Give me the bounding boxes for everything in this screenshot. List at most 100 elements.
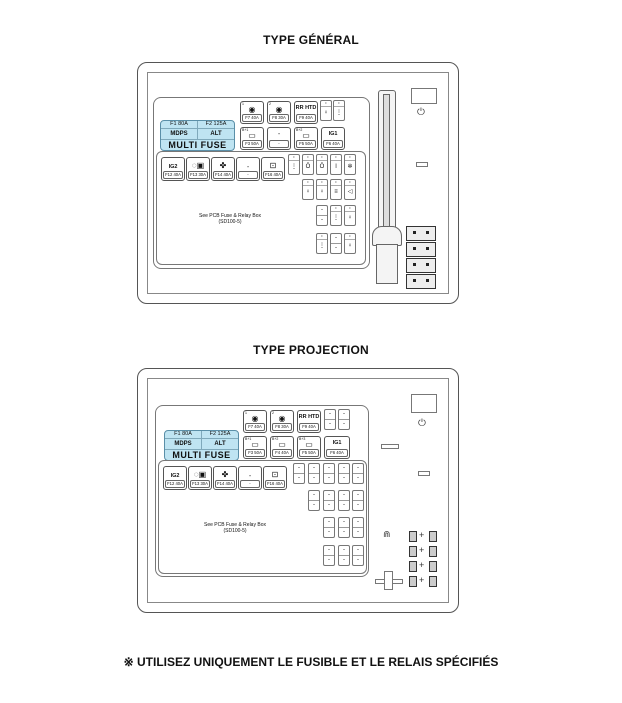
bulb-icon: ♀ [323,110,329,116]
spare-fuse[interactable]: -- [293,463,305,484]
spare-fuse[interactable]: -- [352,517,364,538]
mini-fuse[interactable]: F♀ [320,100,332,121]
plus-icon: + [419,545,425,555]
spare-fuse[interactable]: -- [323,490,335,511]
fuse-f7[interactable]: 1 ◉ F7 40A [243,410,267,433]
mini-fuse[interactable]: F⋮ [330,205,342,226]
fuse-f16[interactable]: ⊡ F16 40A [263,466,287,490]
fuse-f4[interactable]: B+2 ▭ F4 40A [270,436,294,459]
fuse-f3[interactable]: B+1 ▭ F3 50A [243,436,267,459]
spare-fuse[interactable]: -- [330,233,342,254]
fuse-f9[interactable]: RR HTD F9 40A [294,101,318,124]
pcb-note: See PCB Fuse & Relay Box (SD100-5) [199,213,261,225]
heater-icon: ⊡ [271,470,279,479]
mount-post [384,571,393,590]
spare-fuse[interactable]: -- [308,490,320,511]
mini-fuse[interactable]: F≡ [330,179,342,200]
spare-fuse[interactable]: -- [352,545,364,566]
connector [429,546,437,557]
multi-fuse: F1 80A F2 125A MDPS ALT MULTI FUSE [164,430,239,461]
f1-label: F1 80A [170,121,188,127]
fuse-f3[interactable]: B+1 ▭ F3 50A [240,127,264,150]
spare-fuse[interactable]: -- [323,463,335,484]
spare-fuse[interactable]: -- [352,463,364,484]
fuse-f8[interactable]: 2 ◉ F8 30A [267,101,291,124]
abs-icon: ◉ [248,105,256,114]
relay[interactable] [406,226,436,241]
fuse-spare[interactable]: - - [267,127,291,150]
mini-fuse[interactable]: F♀ [344,233,356,254]
mini-fuse[interactable]: F♀ [302,179,314,200]
fuse-f14[interactable]: ✤ F14 40A [211,157,235,181]
spare-fuse[interactable]: -- [338,517,350,538]
fuse-f6[interactable]: IG1 F6 40A [324,436,350,459]
mini-fuse[interactable]: F⋮ [288,154,300,175]
multi-fuse-label: MULTI FUSE [168,140,227,150]
fuse-f9[interactable]: RR HTD F9 40A [297,410,321,433]
fuse-f12[interactable]: IG2 F12 40A [161,157,185,181]
connector [429,561,437,572]
spare-fuse[interactable]: -- [352,490,364,511]
fuse-f5[interactable]: B+3 ▭ F5 50A [297,436,321,459]
title-projection: TYPE PROJECTION [253,343,369,357]
fuse-spare-2[interactable]: - - [236,157,260,181]
fuse-f16[interactable]: ⊡ F16 40A [261,157,285,181]
power-icon: ⏻ [418,418,426,429]
fan-icon: ✤ [219,161,227,170]
spare-fuse[interactable]: -- [338,463,350,484]
spare-fuse[interactable]: -- [338,490,350,511]
relay[interactable] [406,274,436,289]
fuse-f14[interactable]: ✤ F14 40A [213,466,237,490]
abs-icon: ◉ [251,414,259,423]
relay[interactable] [406,258,436,273]
battery-icon: ▭ [251,440,259,449]
mini-fuse[interactable]: F♀ [344,205,356,226]
fuse-f8[interactable]: 2 ◉ F8 30A [270,410,294,433]
spare-fuse[interactable]: -- [338,409,350,430]
slot [418,471,430,476]
mini-fuse[interactable]: F⋮ [333,100,345,121]
abs-icon: ◉ [275,105,283,114]
power-icon: ⏻ [417,107,425,118]
connector [429,576,437,587]
fuse-f7[interactable]: 1 ◉ F7 40A [240,101,264,124]
relay[interactable] [406,242,436,257]
battery-icon: ▭ [278,440,286,449]
mini-fuse[interactable]: F✲ [344,154,356,175]
mini-fuse[interactable]: F♀ [316,179,328,200]
mdps-label: MDPS [174,441,192,447]
spare-fuse[interactable]: -- [324,409,336,430]
battery-icon: ▭ [302,131,310,140]
fuse-f13[interactable]: ◌▣ F13 30A [188,466,212,490]
plus-icon: + [419,560,425,570]
alt-label: ALT [197,129,234,139]
spare-fuse[interactable]: -- [308,463,320,484]
f1-label: F1 80A [174,431,192,437]
fuse-spare-2[interactable]: - - [238,466,262,490]
plus-icon: + [419,530,425,540]
fuse-f6[interactable]: IG1 F6 40A [321,127,345,150]
fuse-f5[interactable]: B+2 ▭ F5 50A [294,127,318,150]
pcb-note: See PCB Fuse & Relay Box (SD100-5) [204,522,266,534]
multi-fuse-label: MULTI FUSE [172,450,231,460]
connector [409,561,417,572]
fuse-f12[interactable]: IG2 F12 40A [163,466,187,490]
spare-fuse[interactable]: -- [316,205,328,226]
f2-label: F2 125A [201,431,238,438]
battery-icon: ▭ [305,440,313,449]
spare-fuse[interactable]: -- [323,545,335,566]
plus-icon: + [419,575,425,585]
fuse-f13[interactable]: ◌▣ F13 30A [186,157,210,181]
multi-fuse: F1 80A F2 125A MDPS ALT MULTI FUSE [160,120,235,151]
spare-fuse[interactable]: -- [338,545,350,566]
slot [416,162,428,167]
mini-fuse[interactable]: F⋮ [316,233,328,254]
connector [409,531,417,542]
heater-icon: ⊡ [269,161,277,170]
spare-fuse[interactable]: -- [323,517,335,538]
mini-fuse[interactable]: F◁ [344,179,356,200]
mdps-label: MDPS [170,131,188,137]
